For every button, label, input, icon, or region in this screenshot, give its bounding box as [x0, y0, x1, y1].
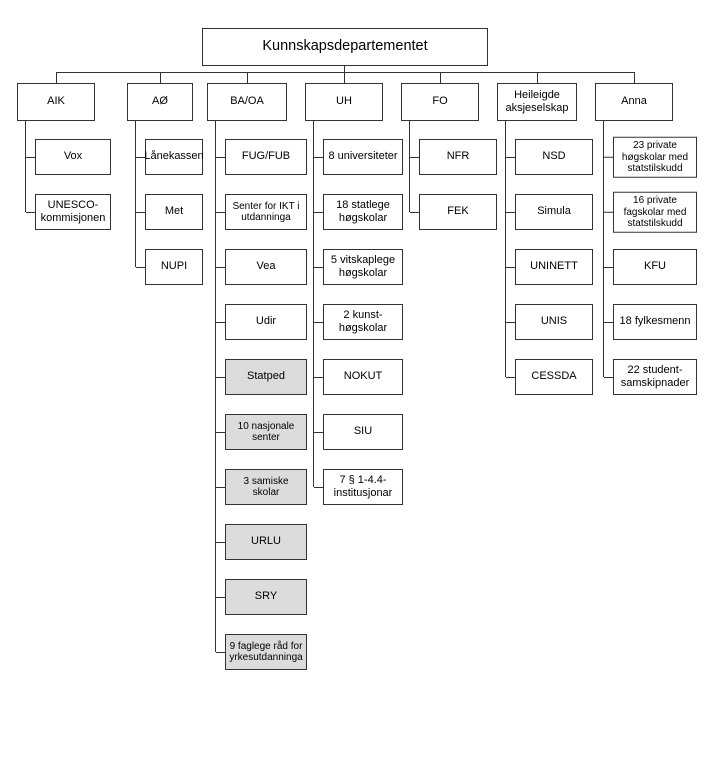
box-unesco-kommisjonen: UNESCO-kommisjonen [26, 194, 111, 230]
box-nasjonale-senter: 10 nasjonale senter [216, 414, 307, 450]
box-urlu: URLU [216, 524, 307, 560]
header-aik: AIK [17, 83, 95, 121]
box-private-hogskolar: 23 private høgskolar med statstilskudd [604, 136, 697, 178]
box-kfu: KFU [604, 249, 697, 285]
box-lanekassen: Lånekassen [136, 139, 204, 175]
box-vitskaplege-hogskolar: 5 vitskaplege høgskolar [314, 249, 403, 285]
box-met: Met [136, 194, 203, 230]
connector-line [135, 121, 136, 267]
connector-line [215, 121, 216, 652]
box-private-fagskolar: 16 private fagskolar med statstilskudd [604, 191, 697, 233]
box-siu: SIU [314, 414, 403, 450]
box-faglege-rad: 9 faglege råd for yrkesutdanninga [216, 634, 307, 670]
connector-line [440, 72, 441, 83]
connector-line [247, 72, 248, 83]
connector-line [537, 72, 538, 83]
connector-line [313, 121, 314, 487]
box-statlege-hogskolar: 18 statlege høgskolar [314, 194, 403, 230]
connector-line [344, 72, 345, 83]
header-ba-oa: BA/OA [207, 83, 287, 121]
box-sry: SRY [216, 579, 307, 615]
box-vea: Vea [216, 249, 307, 285]
box-samiske-skolar: 3 samiske skolar [216, 469, 307, 505]
box-fug-fub: FUG/FUB [216, 139, 307, 175]
box-simula: Simula [506, 194, 593, 230]
connector-line [25, 121, 26, 212]
box-nsd: NSD [506, 139, 593, 175]
box-udir: Udir [216, 304, 307, 340]
connector-line [603, 121, 604, 377]
connector-line [634, 72, 635, 83]
box-nupi: NUPI [136, 249, 203, 285]
box-cessda: CESSDA [506, 359, 593, 395]
box-universiteter: 8 universiteter [314, 139, 403, 175]
box-institusjonar: 7 § 1-4.4-institusjonar [314, 469, 403, 505]
connector-line [160, 72, 161, 83]
box-kunsthogskolar: 2 kunst-høgskolar [314, 304, 403, 340]
box-senter-ikt: Senter for IKT i utdanninga [216, 194, 307, 230]
box-statped: Statped [216, 359, 307, 395]
connector-line [409, 121, 410, 212]
box-nfr: NFR [410, 139, 497, 175]
box-fek: FEK [410, 194, 497, 230]
box-studentsamskipnader: 22 student-samskipnader [604, 359, 697, 395]
box-vox: Vox [26, 139, 111, 175]
connector-line [505, 121, 506, 377]
connector-line [56, 72, 635, 73]
connector-line [56, 72, 57, 83]
box-uninett: UNINETT [506, 249, 593, 285]
header-fo: FO [401, 83, 479, 121]
box-nokut: NOKUT [314, 359, 403, 395]
header-anna: Anna [595, 83, 673, 121]
root-box: Kunnskapsdepartementet [202, 28, 488, 66]
box-fylkesmenn: 18 fylkesmenn [604, 304, 697, 340]
header-uh: UH [305, 83, 383, 121]
box-unis: UNIS [506, 304, 593, 340]
header-heileigde-aksjeselskap: Heileigde aksjeselskap [497, 83, 577, 121]
header-ao: AØ [127, 83, 193, 121]
connector-line [344, 66, 345, 72]
